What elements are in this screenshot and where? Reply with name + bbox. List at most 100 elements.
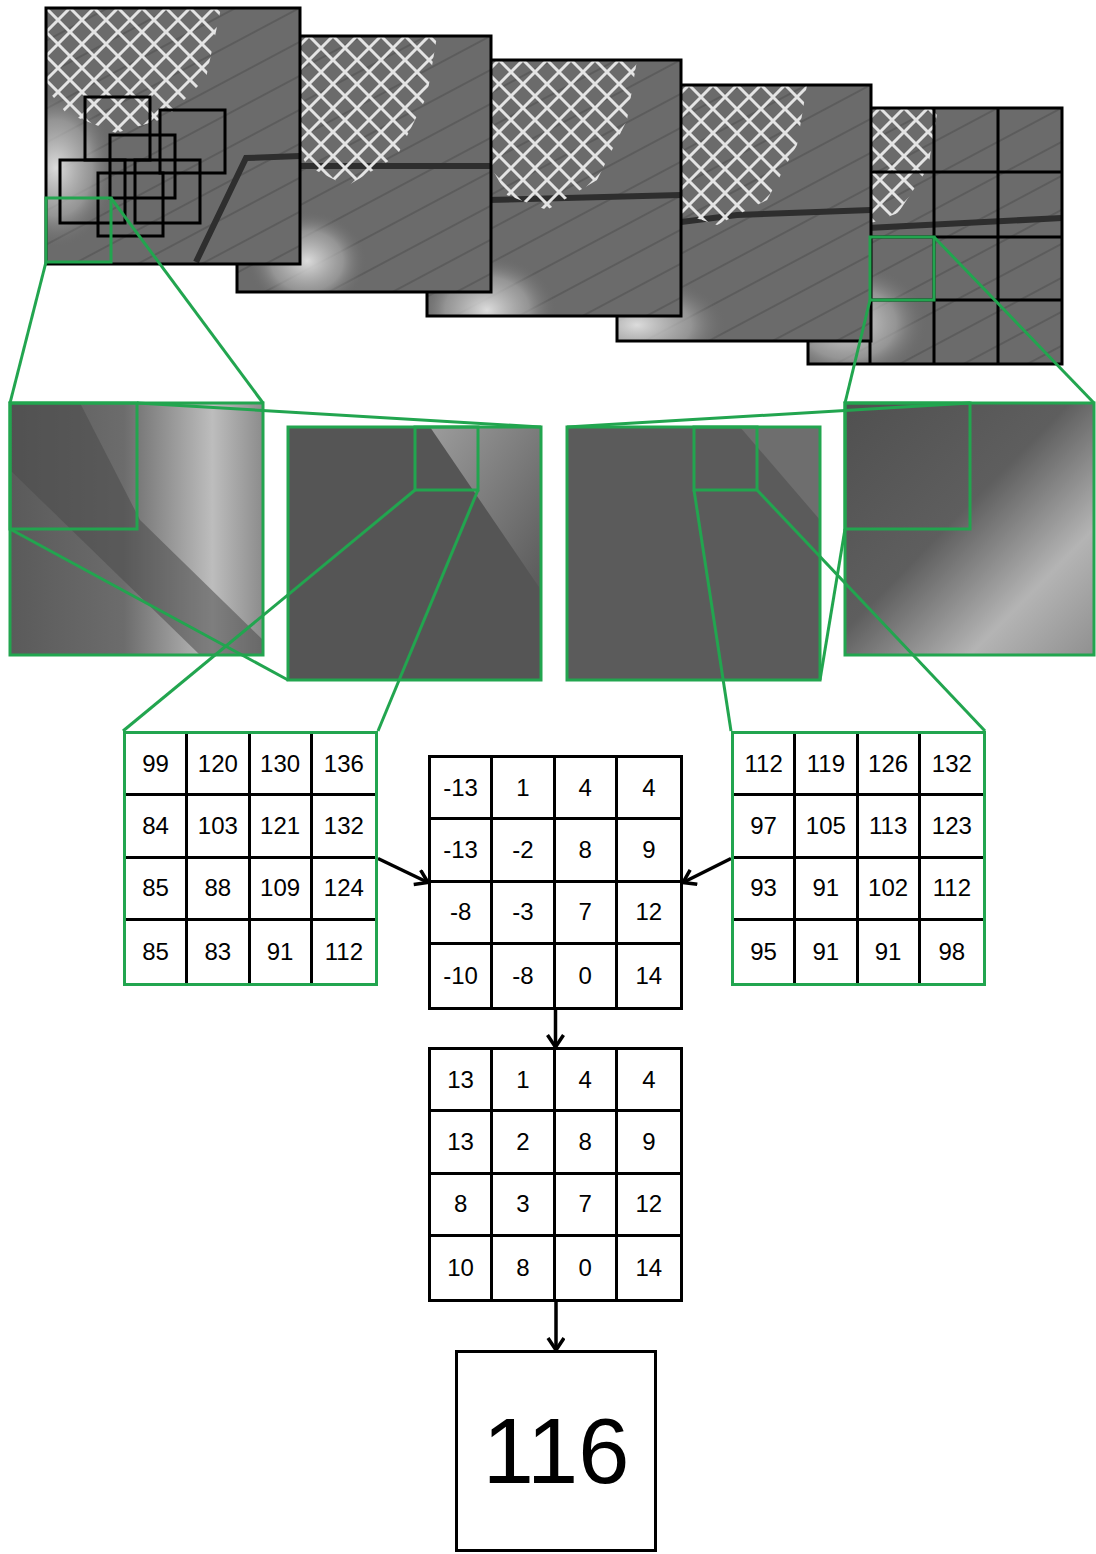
grid-cell: 105 bbox=[796, 796, 858, 858]
flow-arrow bbox=[683, 859, 731, 883]
cell-value: 91 bbox=[813, 876, 840, 900]
cell-value: 13 bbox=[447, 1068, 474, 1092]
grid-cell: 124 bbox=[313, 859, 375, 921]
grid-cell: 112 bbox=[313, 921, 375, 983]
cell-value: 124 bbox=[324, 876, 364, 900]
sampling-windows bbox=[60, 97, 225, 236]
cell-value: 10 bbox=[447, 1256, 474, 1280]
grid-cell: 93 bbox=[734, 859, 796, 921]
cell-value: 12 bbox=[636, 900, 663, 924]
grid-cell: -13 bbox=[431, 758, 493, 820]
grid-cell: 136 bbox=[313, 734, 375, 796]
grid-cell: 7 bbox=[556, 883, 618, 945]
grid-cell: 8 bbox=[556, 1112, 618, 1174]
grid-cell: 91 bbox=[859, 921, 921, 983]
grid-cell: 84 bbox=[126, 796, 188, 858]
grid-cell: 4 bbox=[556, 1050, 618, 1112]
cell-value: 9 bbox=[642, 838, 655, 862]
cell-value: 119 bbox=[807, 752, 845, 776]
grid-cell: 109 bbox=[251, 859, 313, 921]
cell-value: 4 bbox=[578, 776, 591, 800]
grid-cell: 85 bbox=[126, 859, 188, 921]
grid-cell: 13 bbox=[431, 1050, 493, 1112]
grid-cell: 7 bbox=[556, 1175, 618, 1237]
cell-value: 112 bbox=[325, 940, 363, 964]
cell-value: 4 bbox=[642, 1068, 655, 1092]
cell-value: 91 bbox=[813, 940, 840, 964]
grid-cell: 91 bbox=[251, 921, 313, 983]
cell-value: 120 bbox=[198, 752, 238, 776]
cell-value: 8 bbox=[578, 838, 591, 862]
grid-cell: 132 bbox=[313, 796, 375, 858]
cell-value: 2 bbox=[516, 1130, 529, 1154]
cell-value: 91 bbox=[875, 940, 902, 964]
grid-cell: 14 bbox=[618, 1237, 680, 1299]
grid-cell: 123 bbox=[921, 796, 983, 858]
cell-value: -2 bbox=[512, 838, 533, 862]
cell-value: 91 bbox=[267, 940, 294, 964]
grid-cell: 83 bbox=[188, 921, 250, 983]
cell-value: 1 bbox=[516, 776, 529, 800]
grid-cell: 10 bbox=[431, 1237, 493, 1299]
cell-value: 8 bbox=[454, 1192, 467, 1216]
zoom-patch bbox=[845, 403, 1094, 655]
grid-cell: 91 bbox=[796, 921, 858, 983]
frame-border bbox=[46, 8, 300, 264]
selected-window bbox=[46, 198, 111, 262]
grid-cell: 85 bbox=[126, 921, 188, 983]
flow-arrow bbox=[554, 1302, 558, 1350]
absolute-grid: 131441328983712108014 bbox=[428, 1047, 683, 1302]
pixel-grid: 9912013013684103121132858810912485839111… bbox=[123, 731, 378, 986]
cell-value: 130 bbox=[260, 752, 300, 776]
cell-value: 112 bbox=[744, 752, 782, 776]
grid-cell: 103 bbox=[188, 796, 250, 858]
cell-value: 132 bbox=[324, 814, 364, 838]
grid-cell: 1 bbox=[493, 1050, 555, 1112]
cell-value: 95 bbox=[750, 940, 777, 964]
difference-grid: -13144-13-289-8-3712-10-8014 bbox=[428, 755, 683, 1010]
cell-value: 14 bbox=[636, 1256, 663, 1280]
grid-cell: 1 bbox=[493, 758, 555, 820]
cell-value: 12 bbox=[636, 1192, 663, 1216]
cell-value: 103 bbox=[198, 814, 238, 838]
cell-value: 3 bbox=[516, 1192, 529, 1216]
result-value: 116 bbox=[483, 1405, 630, 1497]
grid-cell: 3 bbox=[493, 1175, 555, 1237]
cell-value: 88 bbox=[205, 876, 232, 900]
video-frame bbox=[0, 8, 300, 264]
cell-value: -8 bbox=[512, 964, 533, 988]
selected-window bbox=[870, 237, 934, 300]
cell-value: 132 bbox=[932, 752, 972, 776]
cell-value: 0 bbox=[578, 964, 591, 988]
cell-value: 13 bbox=[447, 1130, 474, 1154]
grid-cell: 4 bbox=[618, 1050, 680, 1112]
cell-value: 109 bbox=[260, 876, 300, 900]
zoom-patch bbox=[567, 427, 820, 680]
grid-cell: 14 bbox=[618, 945, 680, 1007]
cell-value: 8 bbox=[516, 1256, 529, 1280]
grid-cell: 99 bbox=[126, 734, 188, 796]
cell-value: 105 bbox=[806, 814, 846, 838]
cell-value: 99 bbox=[142, 752, 169, 776]
grid-cell: 88 bbox=[188, 859, 250, 921]
grid-cell: 8 bbox=[431, 1175, 493, 1237]
cell-value: 102 bbox=[868, 876, 908, 900]
grid-cell: 102 bbox=[859, 859, 921, 921]
grid-cell: 0 bbox=[556, 1237, 618, 1299]
cell-value: 8 bbox=[578, 1130, 591, 1154]
cell-value: 1 bbox=[516, 1068, 529, 1092]
cell-value: 85 bbox=[142, 940, 169, 964]
grid-cell: 4 bbox=[556, 758, 618, 820]
grid-cell: 95 bbox=[734, 921, 796, 983]
flow-arrow bbox=[554, 1010, 558, 1047]
grid-cell: 113 bbox=[859, 796, 921, 858]
cell-value: 123 bbox=[932, 814, 972, 838]
grid-cell: -2 bbox=[493, 820, 555, 882]
cell-value: 112 bbox=[933, 876, 971, 900]
grid-cell: 130 bbox=[251, 734, 313, 796]
grid-cell: 97 bbox=[734, 796, 796, 858]
cell-value: 9 bbox=[642, 1130, 655, 1154]
cell-value: 113 bbox=[869, 814, 907, 838]
cell-value: -13 bbox=[443, 776, 478, 800]
